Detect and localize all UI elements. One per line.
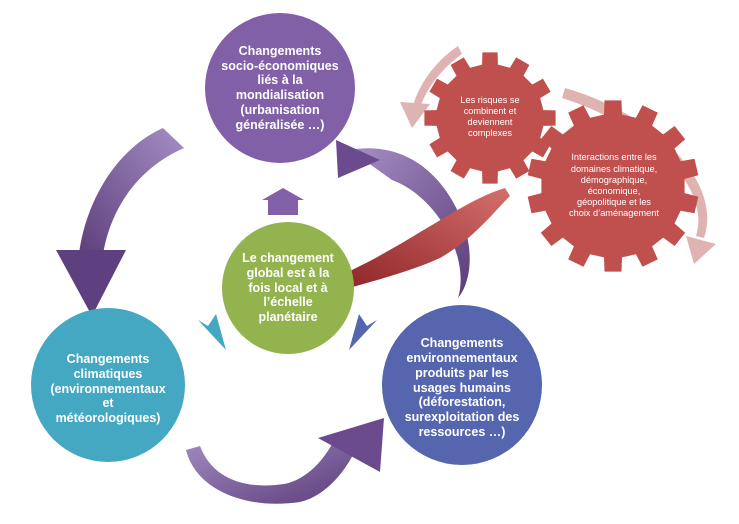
gear-small-shape (424, 52, 556, 184)
center-arrow-up-icon (262, 188, 304, 215)
dark-red-arrow (334, 188, 510, 290)
node-environmental-circle (382, 305, 542, 465)
node-socio-circle (205, 13, 355, 163)
gear-large-shape (527, 100, 699, 272)
center-arrow-right-icon (349, 314, 377, 350)
cycle-arrow-left-head-icon (56, 250, 126, 316)
cycle-arrow-bottom-head-icon (318, 418, 384, 472)
cycle-arrow-bottom (186, 418, 384, 504)
pink-arrow-top-left-head-icon (400, 102, 430, 128)
cycle-arrow-right-head-icon (336, 140, 380, 178)
pink-arrow-right-head-icon (686, 236, 716, 264)
cycle-arrow-bottom-body-icon (186, 432, 360, 504)
node-climatic-circle (31, 308, 185, 462)
cycle-arrow-right (336, 140, 470, 298)
center-arrow-left-icon (198, 314, 226, 350)
gear-small-icon (424, 52, 556, 184)
gear-large-icon (527, 100, 699, 272)
dark-red-arrow-body-icon (334, 188, 510, 290)
cycle-arrow-right-body-icon (350, 148, 470, 298)
pink-arrow-top-left-icon (413, 46, 462, 108)
cycle-arrow-left (56, 128, 184, 316)
cycle-arrow-left-body-icon (78, 128, 184, 262)
node-center-circle (222, 222, 354, 354)
